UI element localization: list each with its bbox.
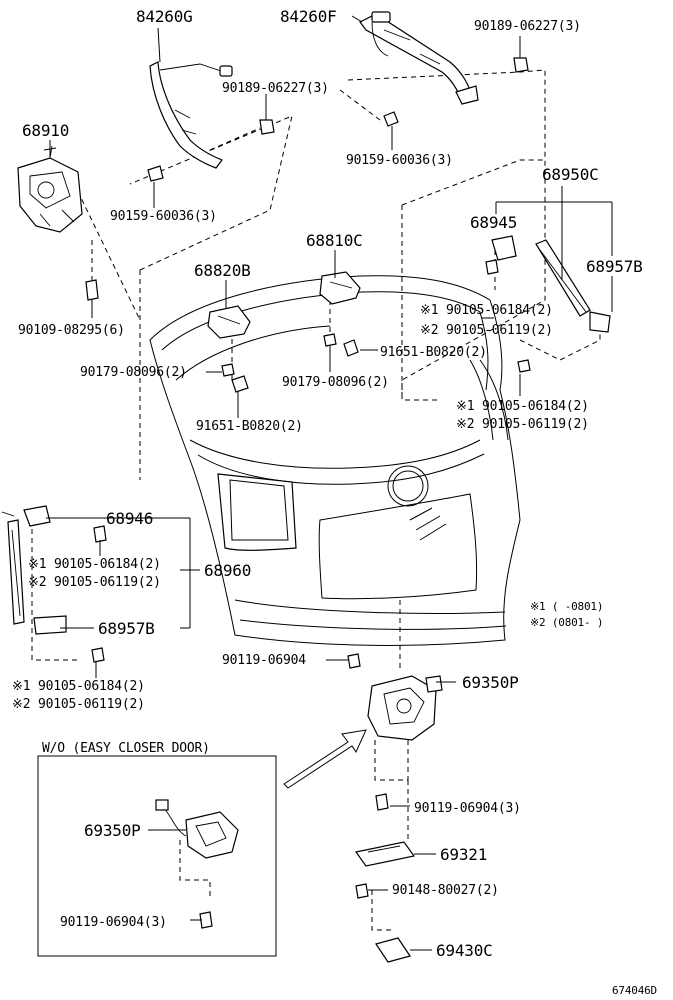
label-69430c: 69430C [436, 941, 493, 960]
label-90105-ll1: ※1 90105-06184(2) [12, 679, 145, 694]
inset-title: W/O (EASY CLOSER DOOR) [42, 741, 210, 756]
label-90179-b: 90179-08096(2) [282, 375, 389, 390]
label-90148: 90148-80027(2) [392, 883, 499, 898]
inset-box [37, 755, 277, 957]
label-68945: 68945 [470, 213, 517, 232]
label-90119-inset: 90119-06904(3) [60, 915, 167, 930]
label-68950c: 68950C [542, 165, 599, 184]
label-68960: 68960 [204, 561, 251, 580]
label-90105-m2: ※2 90105-06119(2) [456, 417, 589, 432]
label-90189-a: 90189-06227(3) [474, 19, 581, 34]
inset-arrow [283, 729, 367, 789]
label-90119-a: 90119-06904 [222, 653, 306, 668]
label-90105-l1: ※1 90105-06184(2) [28, 557, 161, 572]
leader-lines [46, 15, 613, 951]
label-68957b-left: 68957B [98, 619, 155, 638]
label-84260g: 84260G [136, 7, 193, 26]
diagram-id: 674046D [612, 984, 657, 997]
label-90105-r1: ※1 90105-06184(2) [420, 303, 553, 318]
stay-left-68960 [1, 505, 107, 663]
label-84260f: 84260F [280, 7, 337, 26]
label-90189-b: 90189-06227(3) [222, 81, 329, 96]
hinge-68810c [319, 271, 361, 357]
label-90105-ll2: ※2 90105-06119(2) [12, 697, 145, 712]
cover-69430c [355, 883, 411, 963]
back-door-panel [149, 275, 521, 646]
harness-84260g [149, 61, 233, 169]
label-90179-a: 90179-08096(2) [80, 365, 187, 380]
label-90105-l2: ※2 90105-06119(2) [28, 575, 161, 590]
label-68810c: 68810C [306, 231, 363, 250]
label-91651-b: 91651-B0820(2) [196, 419, 303, 434]
lock-68910 [17, 145, 99, 301]
latch-69350p [347, 653, 443, 811]
legend-1: ※1 ( -0801) [530, 600, 603, 613]
label-90159-a: 90159-60036(3) [346, 153, 453, 168]
striker-69321 [354, 841, 416, 867]
label-91651-a: 91651-B0820(2) [380, 345, 487, 360]
label-69350p-inset: 69350P [84, 821, 141, 840]
clips [147, 57, 529, 182]
label-69321: 69321 [440, 845, 487, 864]
harness-84260f [359, 11, 479, 105]
label-68910: 68910 [22, 121, 69, 140]
label-68957b-right: 68957B [586, 257, 643, 276]
label-90105-m1: ※1 90105-06184(2) [456, 399, 589, 414]
label-90109: 90109-08295(6) [18, 323, 125, 338]
stay-right-68950c [485, 235, 611, 373]
label-90105-r2: ※2 90105-06119(2) [420, 323, 553, 338]
label-68946: 68946 [106, 509, 153, 528]
label-90159-b: 90159-60036(3) [110, 209, 217, 224]
part-labels: 84260G 84260F 90189-06227(3) 90189-06227… [12, 7, 657, 997]
label-90119-b: 90119-06904(3) [414, 801, 521, 816]
hinge-68820b [207, 305, 251, 393]
label-69350p-main: 69350P [462, 673, 519, 692]
label-68820b: 68820B [194, 261, 251, 280]
legend-2: ※2 (0801- ) [530, 616, 603, 629]
